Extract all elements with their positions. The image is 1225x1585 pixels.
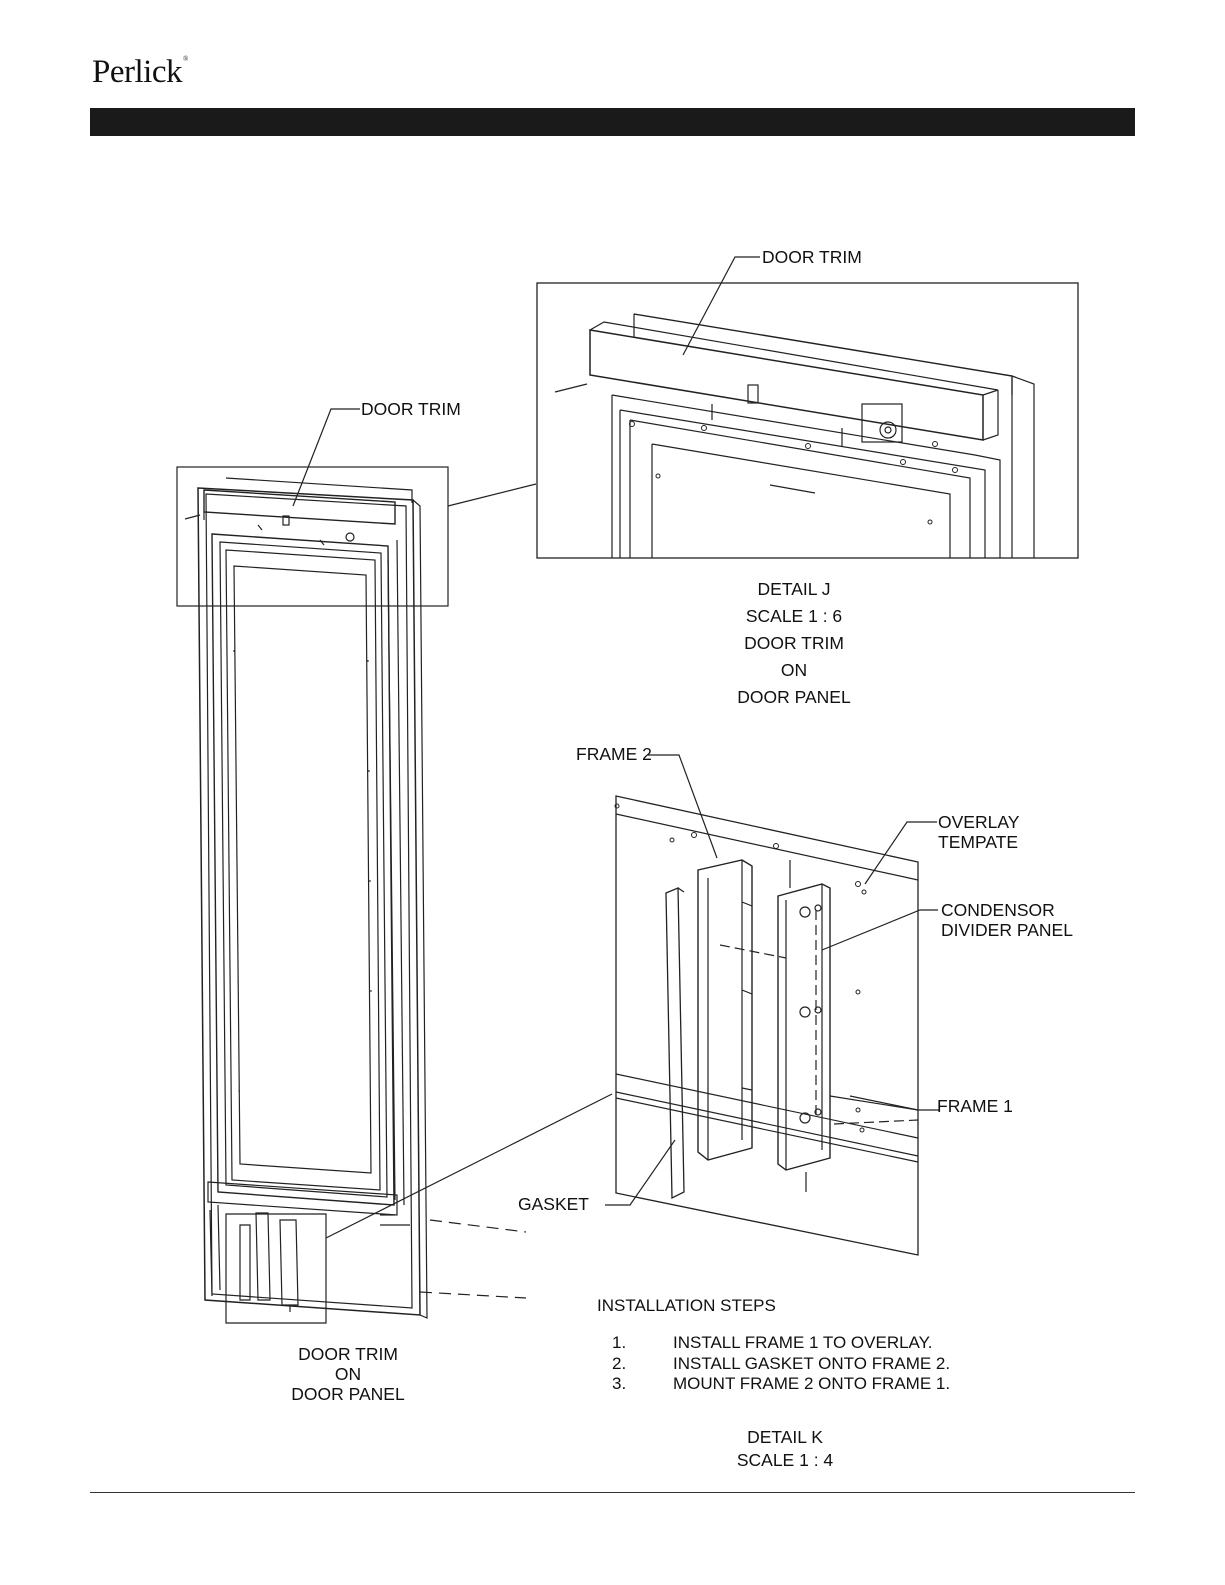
detail-j-caption: DETAIL J SCALE 1 : 6 DOOR TRIM ON DOOR P…: [694, 576, 894, 711]
footer-rule: [90, 1492, 1135, 1493]
frame-2-label: FRAME 2: [576, 744, 652, 764]
installation-step: 2.INSTALL GASKET ONTO FRAME 2.: [612, 1354, 950, 1375]
condensor-leader: [822, 910, 938, 950]
door-trim-bottom-caption: DOOR TRIM ON DOOR PANEL: [268, 1344, 428, 1404]
gasket-label: GASKET: [518, 1194, 589, 1214]
frame-2-leader: [648, 755, 717, 858]
frame-1-label: FRAME 1: [937, 1096, 1013, 1116]
door-trim-label: DOOR TRIM: [361, 399, 461, 419]
door-trim-leader: [293, 409, 360, 506]
installation-step: 1.INSTALL FRAME 1 TO OVERLAY.: [612, 1333, 950, 1354]
detail-door-trim-leader: [683, 257, 760, 355]
door-panel-drawing: [185, 478, 427, 1318]
detail-j-drawing: [537, 283, 1078, 558]
detail-k-caption: DETAIL K SCALE 1 : 4: [700, 1426, 870, 1472]
detail-k-drawing: [615, 796, 918, 1255]
installation-steps-list: 1.INSTALL FRAME 1 TO OVERLAY. 2.INSTALL …: [612, 1333, 950, 1395]
overlay-template-label: OVERLAY TEMPATE: [938, 812, 1019, 852]
detail-door-trim-label: DOOR TRIM: [762, 247, 862, 267]
condensor-divider-panel-label: CONDENSOR DIVIDER PANEL: [941, 900, 1073, 940]
detail-j-callout-box: [177, 467, 448, 606]
installation-step: 3.MOUNT FRAME 2 ONTO FRAME 1.: [612, 1374, 950, 1395]
installation-steps-title: INSTALLATION STEPS: [597, 1296, 776, 1316]
